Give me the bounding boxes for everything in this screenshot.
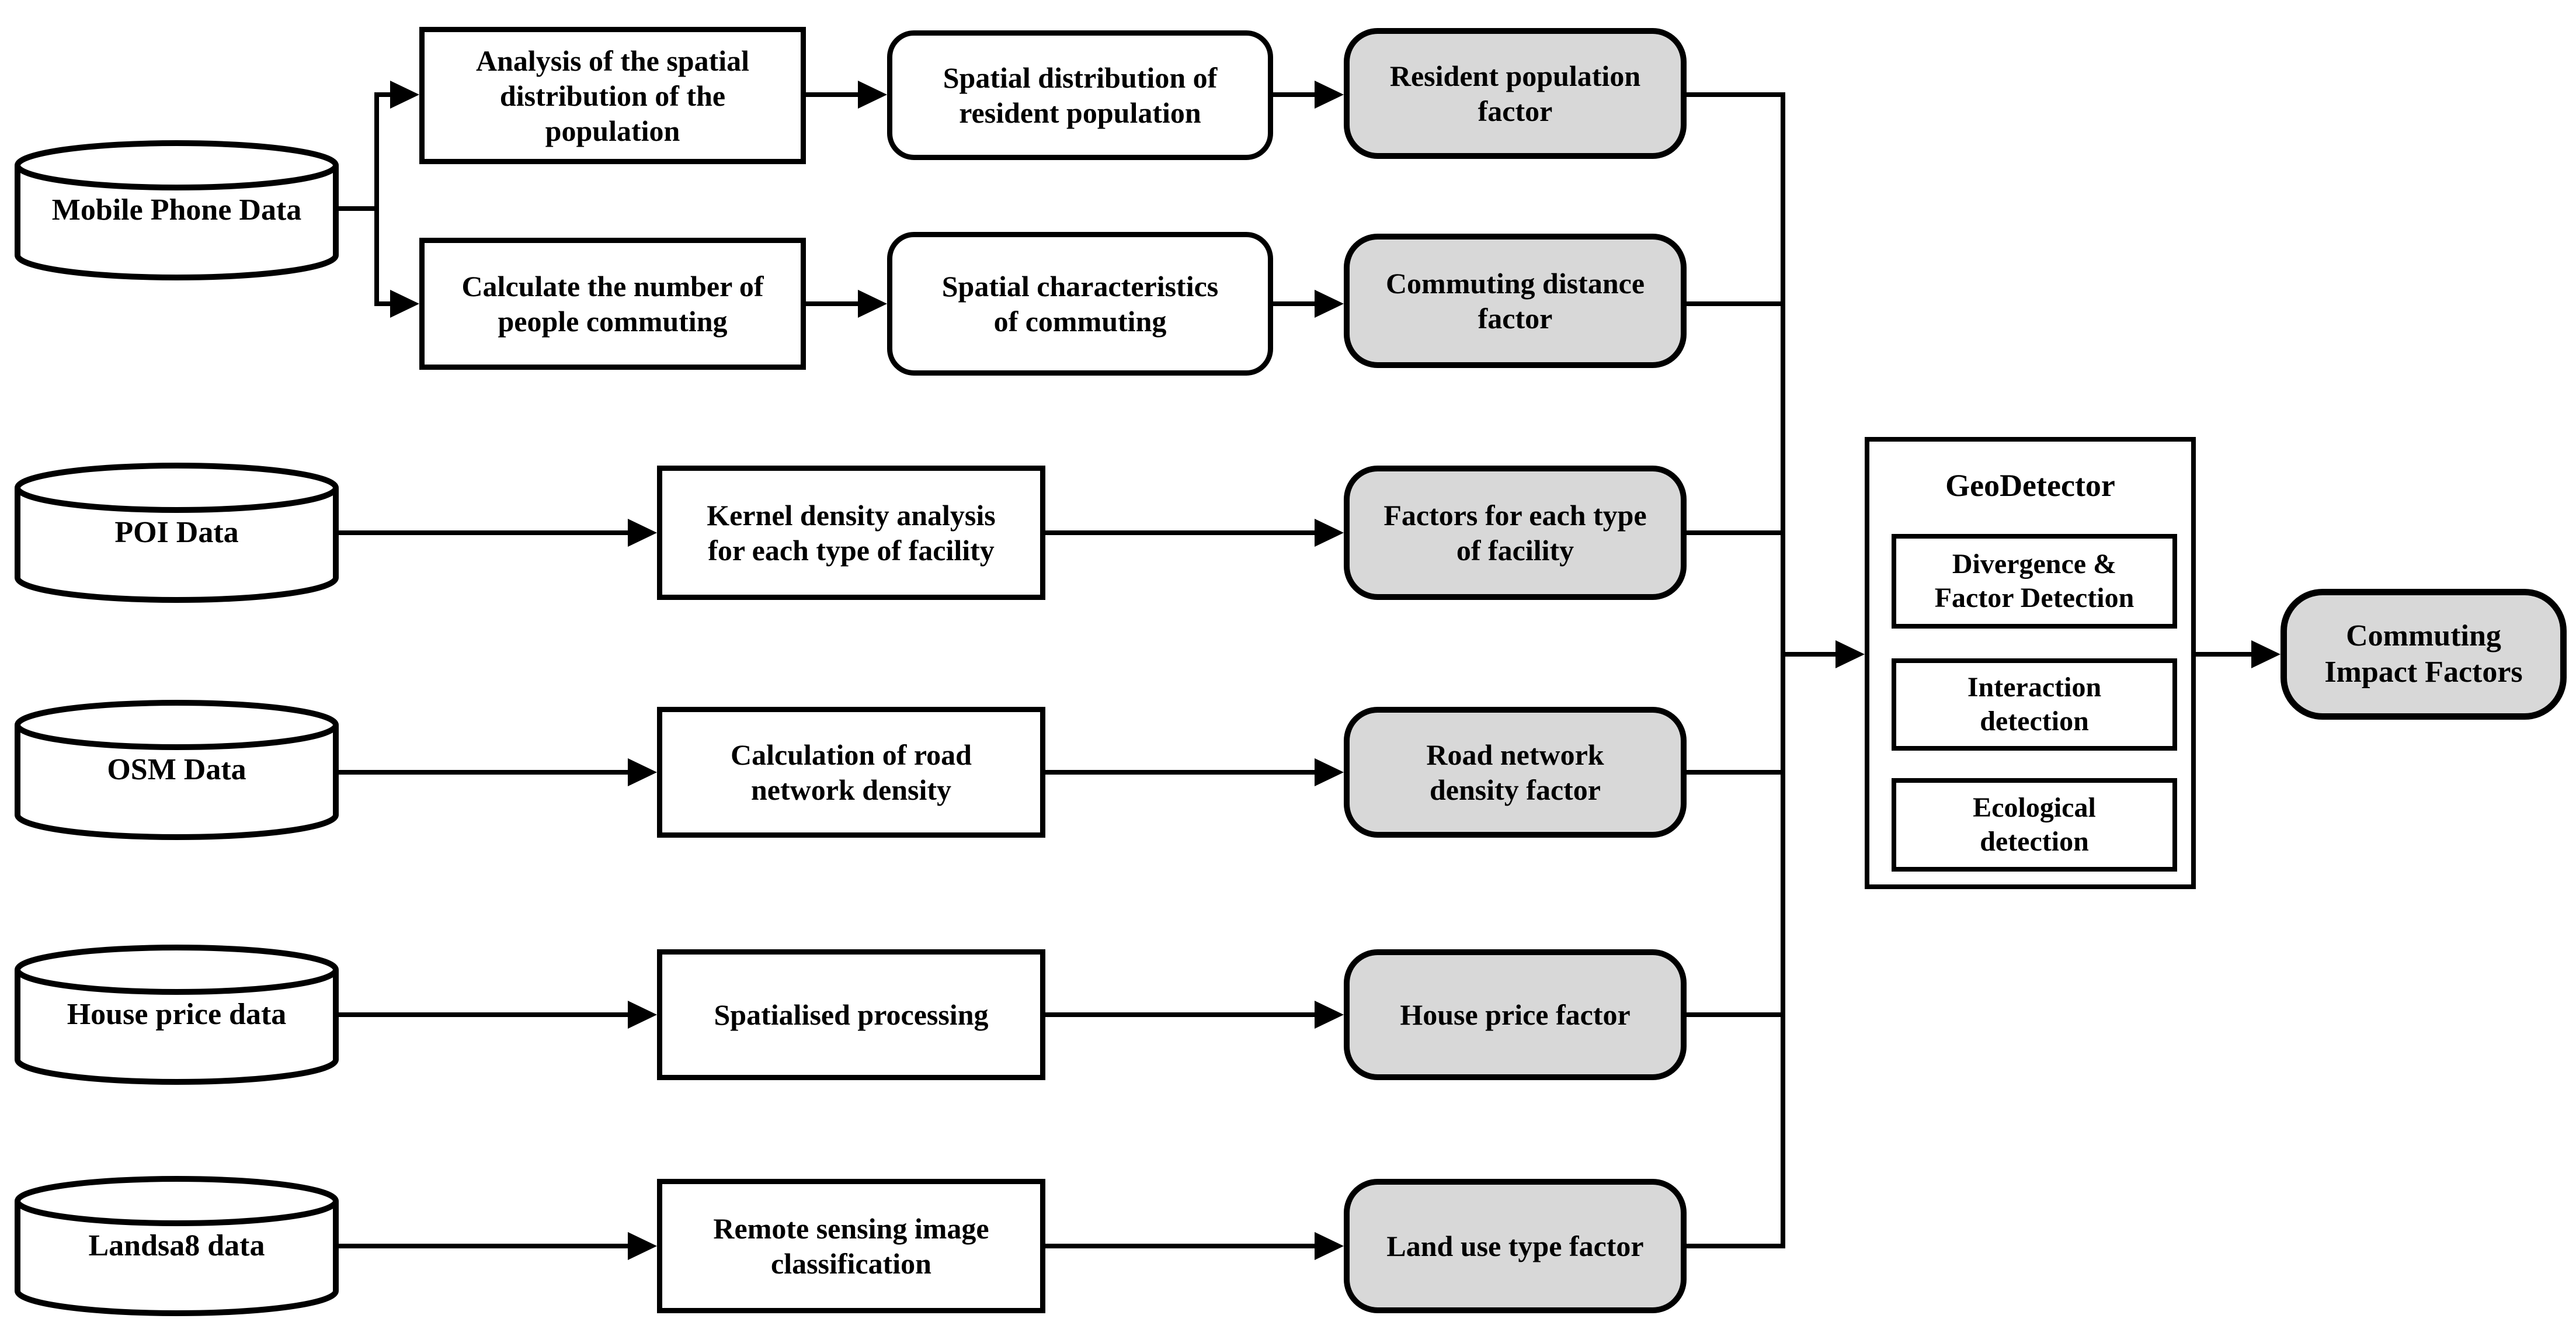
arrow-calculate-to-characteristics — [806, 290, 887, 318]
process-road-network-density: Calculation of road network density — [657, 707, 1045, 838]
source-house-price-data: House price data — [67, 997, 287, 1031]
source-poi-data: POI Data — [114, 515, 239, 549]
arrow-remote-sensing-to-landuse-factor — [1045, 1232, 1344, 1260]
geodetector-method-ecological: Ecological detection — [1892, 778, 2177, 872]
mobile-phone-data-cylinder — [15, 140, 339, 280]
factor-house-price: House price factor — [1344, 949, 1687, 1080]
process-analysis-spatial-distribution: Analysis of the spatial distribution of … — [419, 27, 806, 164]
arrow-osm-to-road-calculation — [336, 758, 657, 786]
arrow-analysis-to-distribution — [806, 81, 887, 109]
arrow-geodetector-to-result — [2196, 640, 2280, 668]
result-commuting-impact-factors: Commuting Impact Factors — [2280, 589, 2567, 720]
poi-data-cylinder — [15, 463, 339, 603]
output-spatial-characteristics-commuting: Spatial characteristics of commuting — [887, 232, 1273, 376]
arrow-road-calculation-to-road-factor — [1045, 758, 1344, 786]
factor-commuting-distance: Commuting distance factor — [1344, 234, 1687, 368]
arrow-house-to-spatialised — [336, 1001, 657, 1029]
arrow-poi-to-kernel — [336, 519, 657, 547]
geodetector-title: GeoDetector — [1945, 467, 2115, 503]
arrow-mobile-to-analysis — [374, 81, 419, 109]
factor-resident-population: Resident population factor — [1344, 28, 1687, 159]
arrow-mobile-to-calculate — [374, 290, 419, 318]
source-mobile-phone-data: Mobile Phone Data — [51, 193, 302, 227]
process-calculate-commuting: Calculate the number of people commuting — [419, 238, 806, 370]
output-spatial-distribution-resident: Spatial distribution of resident populat… — [887, 30, 1273, 160]
process-spatialised-processing: Spatialised processing — [657, 949, 1045, 1080]
geodetector-box: GeoDetector Divergence & Factor Detectio… — [1865, 437, 2196, 889]
process-remote-sensing-classification: Remote sensing image classification — [657, 1179, 1045, 1313]
geodetector-method-interaction: Interaction detection — [1892, 658, 2177, 751]
source-osm-data: OSM Data — [107, 752, 246, 786]
arrow-kernel-to-facility-factors — [1045, 519, 1344, 547]
mobile-branch-connector — [336, 95, 379, 304]
factor-each-facility-type: Factors for each type of facility — [1344, 466, 1687, 600]
arrow-spatialised-to-house-factor — [1045, 1001, 1344, 1029]
arrow-characteristics-to-distance-factor — [1273, 290, 1344, 318]
factor-road-network-density: Road network density factor — [1344, 707, 1687, 838]
house-price-data-cylinder — [15, 945, 339, 1085]
geodetector-method-divergence-factor: Divergence & Factor Detection — [1892, 534, 2177, 629]
arrow-collector-to-geodetector — [1781, 640, 1865, 668]
arrow-distribution-to-resident-factor — [1273, 81, 1344, 109]
landsat8-data-cylinder — [15, 1176, 339, 1316]
factor-land-use-type: Land use type factor — [1344, 1179, 1687, 1313]
process-kernel-density-analysis: Kernel density analysis for each type of… — [657, 466, 1045, 600]
osm-data-cylinder — [15, 700, 339, 840]
arrow-landsat-to-remote-sensing — [336, 1232, 657, 1260]
source-landsat8-data: Landsa8 data — [88, 1229, 265, 1262]
